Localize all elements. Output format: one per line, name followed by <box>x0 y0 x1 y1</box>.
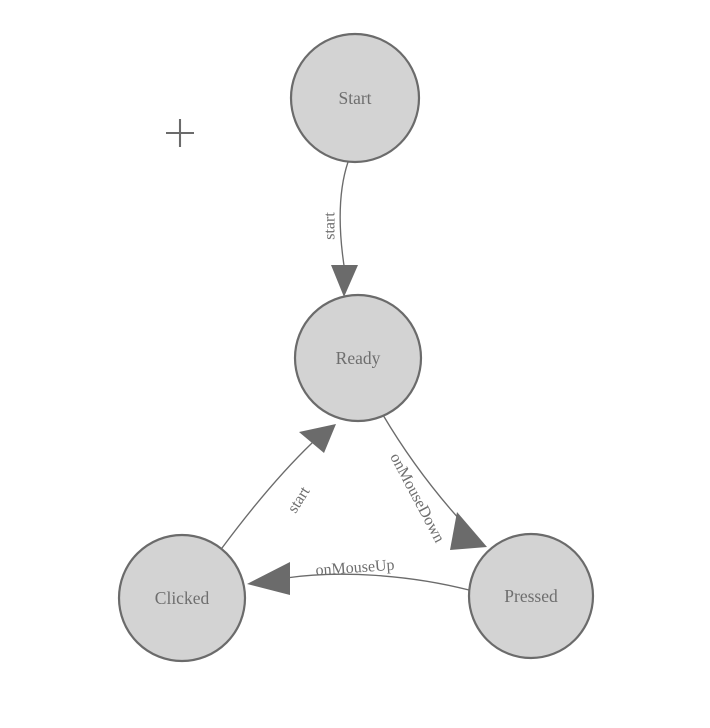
node-label: Pressed <box>504 586 558 606</box>
edge-start-to-ready[interactable]: start <box>322 161 359 297</box>
arrowhead-icon <box>331 265 358 297</box>
edge-ready-to-pressed[interactable]: onMouseDown <box>382 414 487 550</box>
nodes-layer: Start Ready Clicked Pressed <box>117 32 595 663</box>
edge-line[interactable] <box>285 573 470 591</box>
edge-label-group: start <box>322 212 339 240</box>
arrowhead-icon <box>450 512 487 550</box>
edge-label-group: onMouseUp <box>315 557 395 579</box>
edge-pressed-to-clicked[interactable]: onMouseUp <box>247 557 470 595</box>
edge-label-group: onMouseDown <box>386 450 447 545</box>
node-pressed[interactable]: Pressed <box>467 532 595 660</box>
edge-line[interactable] <box>339 161 349 273</box>
arrowhead-icon <box>299 424 336 453</box>
node-shape[interactable] <box>117 533 247 663</box>
edge-label-group: start <box>284 483 313 516</box>
node-start[interactable]: Start <box>289 32 421 164</box>
edge-label: start <box>322 212 339 240</box>
node-ready[interactable]: Ready <box>293 293 423 423</box>
edge-label: onMouseDown <box>386 450 447 545</box>
edge-label: onMouseUp <box>315 557 395 579</box>
edge-line[interactable] <box>221 442 313 549</box>
node-clicked[interactable]: Clicked <box>117 533 247 663</box>
node-shape[interactable] <box>293 293 423 423</box>
edge-label: start <box>284 483 313 516</box>
node-label: Start <box>338 88 371 108</box>
node-shape[interactable] <box>467 532 595 660</box>
crosshair-cursor-icon <box>166 119 194 147</box>
node-shape[interactable] <box>289 32 421 164</box>
node-label: Clicked <box>155 588 210 608</box>
arrowhead-icon <box>247 562 290 595</box>
node-label: Ready <box>336 348 381 368</box>
edge-clicked-to-ready[interactable]: start <box>221 424 336 549</box>
